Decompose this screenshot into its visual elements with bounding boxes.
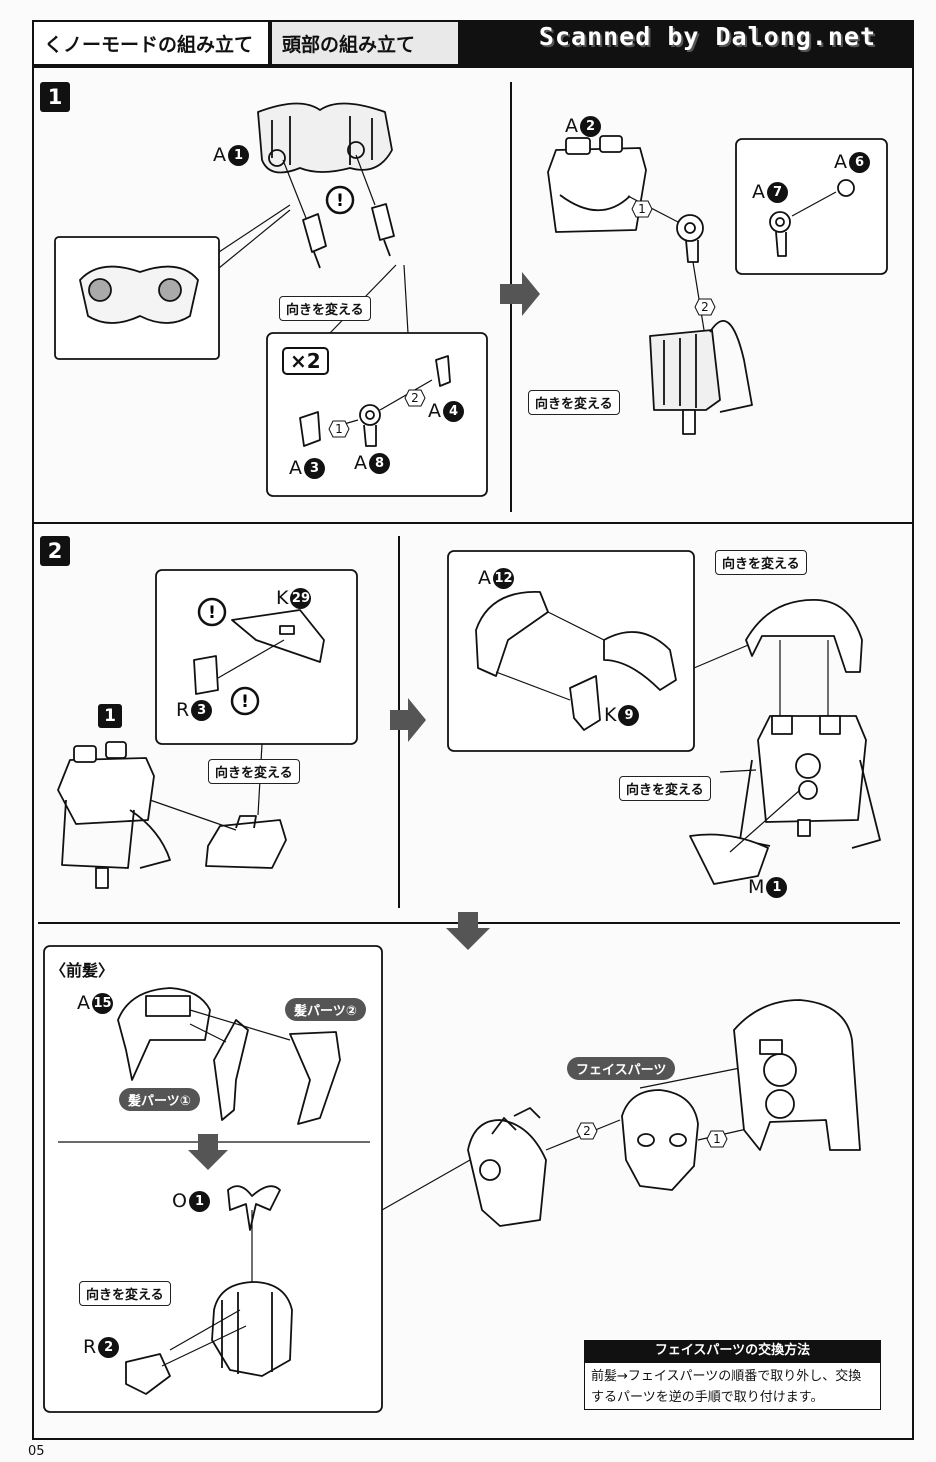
order-marker-2c: 2: [576, 1122, 598, 1140]
note-title: フェイスパーツの交換方法: [584, 1340, 881, 1362]
hair-parts-2-label: 髪パーツ②: [285, 998, 366, 1021]
order-marker-1c: 1: [706, 1130, 728, 1148]
turn-label-1: 向きを変える: [279, 296, 371, 321]
order-marker-2b: 2: [694, 298, 716, 316]
step-divider: [32, 522, 914, 524]
order-marker-2a: 2: [404, 389, 426, 407]
subsection-title: 頭部の組み立て: [270, 20, 460, 66]
order-marker-1b: 1: [631, 200, 653, 218]
svg-text:!: !: [241, 692, 249, 712]
turn-label-2: 向きを変える: [528, 390, 620, 415]
turn-label-6: 向きを変える: [79, 1281, 171, 1306]
section-title: くノーモードの組み立て: [32, 20, 270, 66]
note-body: 前髪→フェイスパーツの順番で取り外し、交換するパーツを逆の手順で取り付けます。: [584, 1362, 881, 1410]
page-number: 05: [28, 1444, 45, 1459]
step-reference-1: 1: [98, 704, 122, 728]
step-number-1: 1: [40, 82, 70, 112]
times-two-badge: ×2: [282, 347, 329, 375]
hair-parts-1-label: 髪パーツ①: [119, 1088, 200, 1111]
face-parts-label: フェイスパーツ: [567, 1057, 676, 1080]
instruction-frame: [32, 66, 914, 1440]
svg-text:!: !: [336, 191, 344, 211]
turn-label-3: 向きを変える: [208, 759, 300, 784]
page-header: くノーモードの組み立て 頭部の組み立て Scanned by Dalong.ne…: [32, 20, 914, 66]
turn-label-5: 向きを変える: [619, 776, 711, 801]
scan-credit: Scanned by Dalong.net: [538, 22, 876, 51]
order-marker-1a: 1: [328, 420, 350, 438]
step-number-2: 2: [40, 536, 70, 566]
svg-text:!: !: [208, 603, 216, 623]
bangs-heading: 〈前髪〉: [50, 961, 115, 980]
turn-label-4: 向きを変える: [715, 550, 807, 575]
